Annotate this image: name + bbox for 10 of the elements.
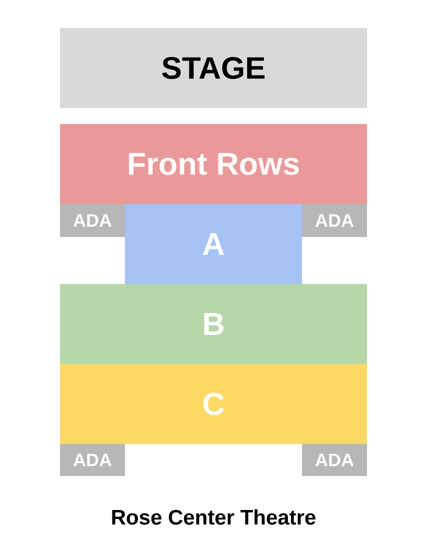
- accessible-seating: ADA: [60, 444, 125, 476]
- seating-section: Front Rows: [60, 124, 367, 204]
- stage-area: STAGE: [60, 28, 367, 108]
- caption: Rose Center Theatre: [112, 509, 316, 525]
- accessible-seating: ADA: [60, 204, 125, 237]
- accessible-seating: ADA: [302, 444, 367, 476]
- accessible-seating: ADA: [302, 204, 367, 237]
- seating-section: A: [125, 204, 302, 284]
- seating-section: B: [60, 284, 367, 364]
- seating-section: C: [60, 364, 367, 444]
